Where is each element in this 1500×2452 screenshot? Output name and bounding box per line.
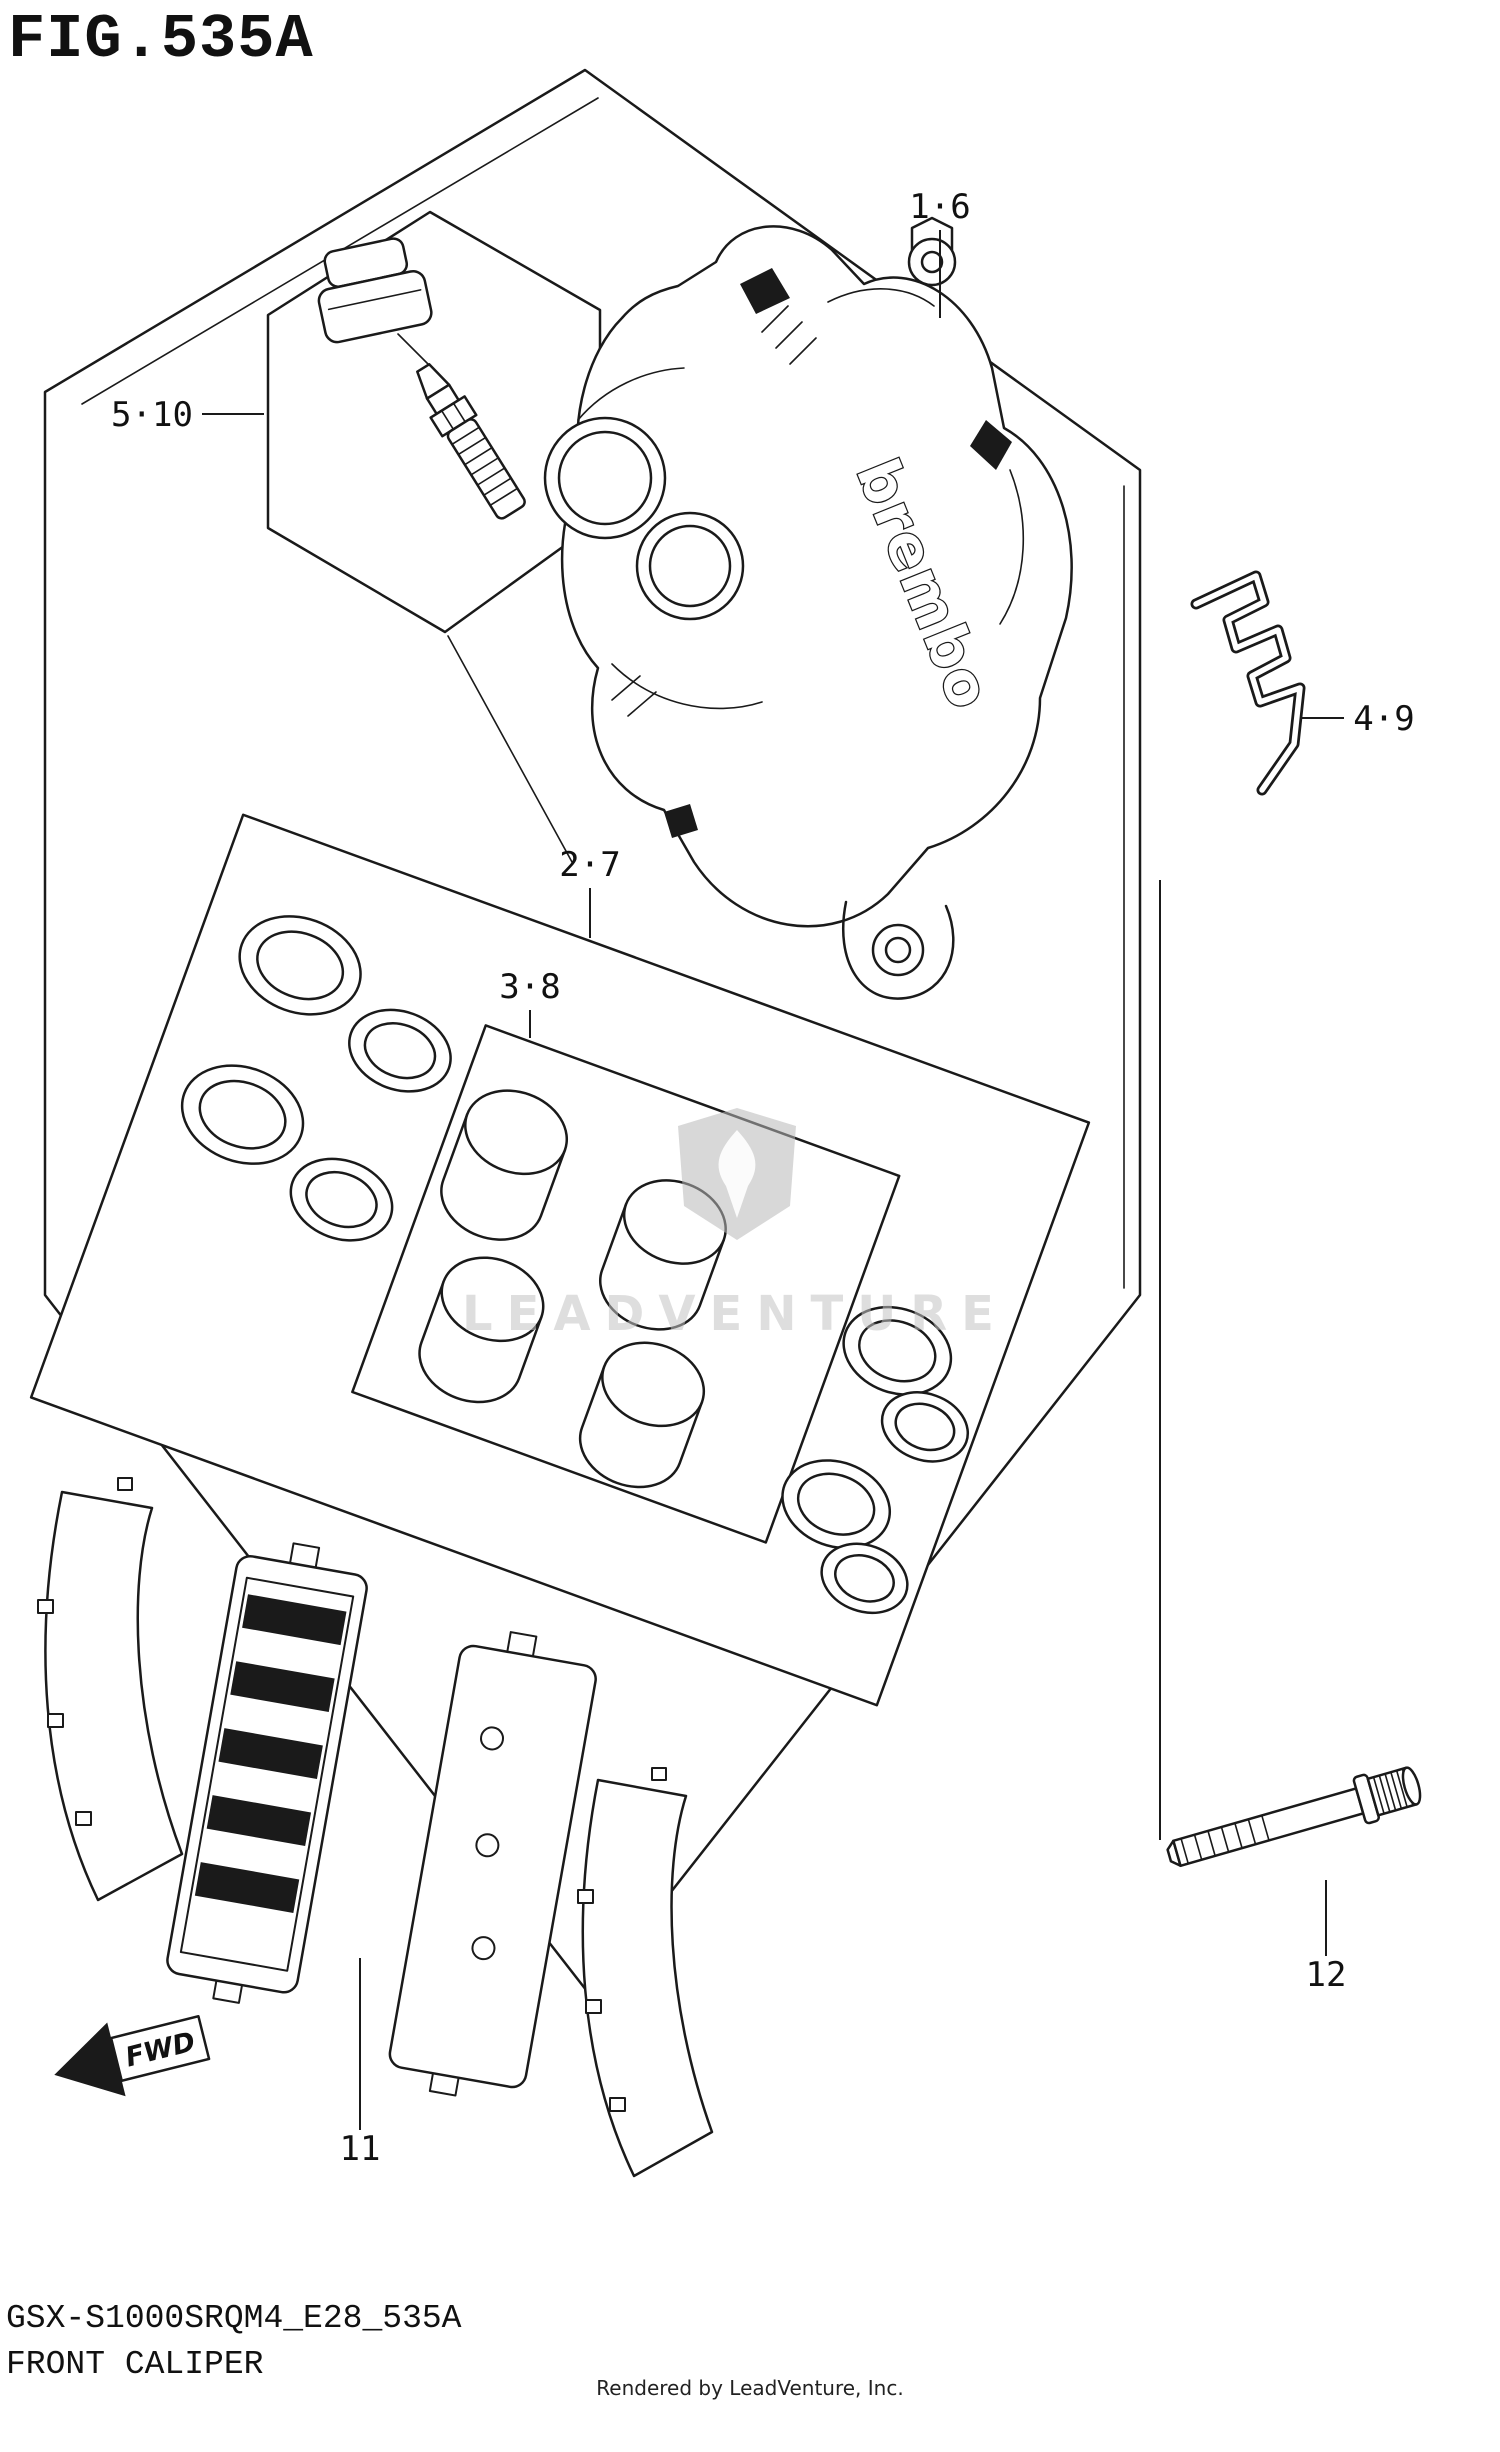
leadventure-watermark: LEADVENTURE xyxy=(462,1108,1008,1342)
footer-model-code: GSX-S1000SRQM4_E28_535A xyxy=(6,2300,462,2337)
pad-shim-drawing xyxy=(577,1767,714,2178)
pad-spring-drawing xyxy=(1190,570,1306,796)
callout-label-brake-pads: 11 xyxy=(340,2129,381,2169)
bleeder-detail-box xyxy=(266,210,602,634)
caliper-main-body xyxy=(560,225,1073,928)
caliper-bore xyxy=(543,416,667,540)
detail-connector-line xyxy=(447,635,573,863)
callout-label-seal-set: 2·7 xyxy=(559,845,620,885)
callout-label-mounting-bolt: 12 xyxy=(1306,1955,1347,1995)
leadventure-watermark-text: LEADVENTURE xyxy=(462,1286,1008,1342)
caliper-bore xyxy=(635,511,745,621)
caliper-lower-ear xyxy=(841,900,955,1000)
pad-shim-drawing xyxy=(37,1477,184,1902)
piston-seal-ring xyxy=(180,915,452,1242)
brake-pad-inner-drawing xyxy=(166,1542,368,2004)
fwd-direction-arrow: FWD xyxy=(54,2015,211,2097)
caliper-body-drawing: brembo xyxy=(543,216,1073,1000)
callout-label-piston-set: 3·8 xyxy=(499,967,560,1007)
figure-title: FIG.535A xyxy=(8,4,314,75)
callout-label-pad-spring: 4·9 xyxy=(1353,699,1414,739)
callout-label-bleeder-set: 5·10 xyxy=(111,395,193,435)
seal-piston-group xyxy=(29,813,1091,1707)
dust-seal-ring xyxy=(781,1305,970,1615)
render-credit: Rendered by LeadVenture, Inc. xyxy=(596,2376,904,2400)
bleeder-screw-drawing xyxy=(416,363,526,520)
footer-figure-name: FRONT CALIPER xyxy=(6,2346,264,2383)
leadventure-logo-icon xyxy=(678,1108,796,1240)
bleeder-cap-drawing xyxy=(317,237,433,344)
caliper-mounting-bolt-drawing xyxy=(1166,1766,1422,1868)
bleed-nipple xyxy=(907,237,957,287)
mounting-hole xyxy=(871,923,925,977)
callout-label-caliper-assy: 1·6 xyxy=(909,187,970,227)
brake-pad-outer-drawing xyxy=(388,1631,597,2097)
